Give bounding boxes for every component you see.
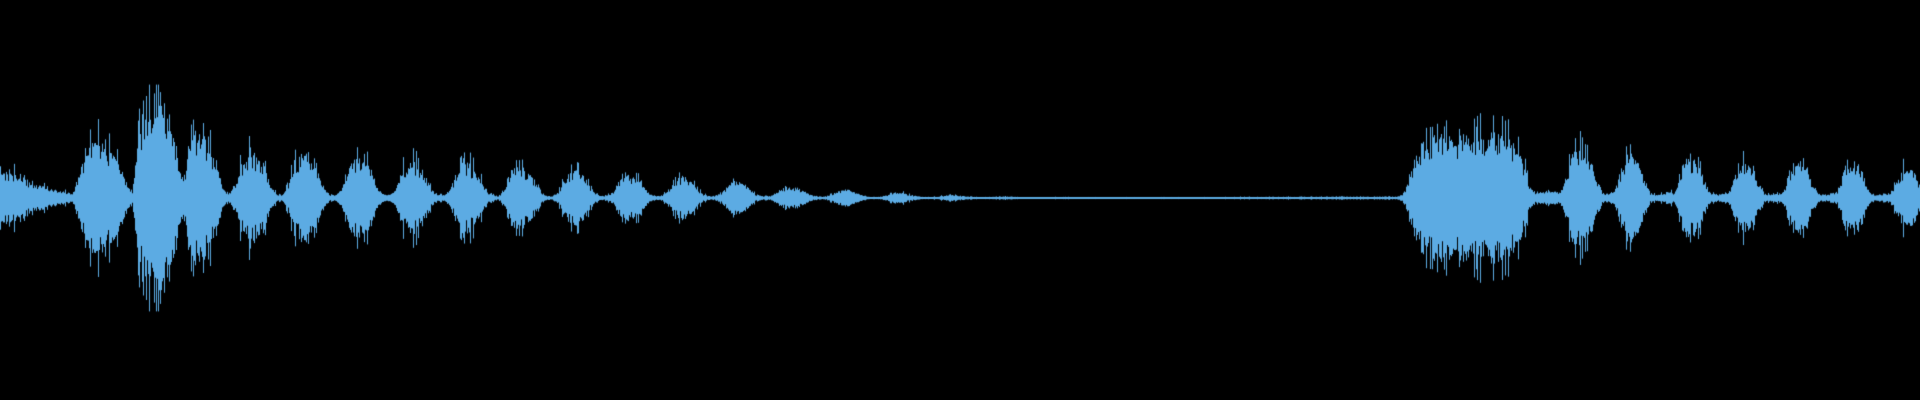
waveform-viewer xyxy=(0,0,1920,400)
audio-waveform-canvas[interactable] xyxy=(0,0,1920,400)
